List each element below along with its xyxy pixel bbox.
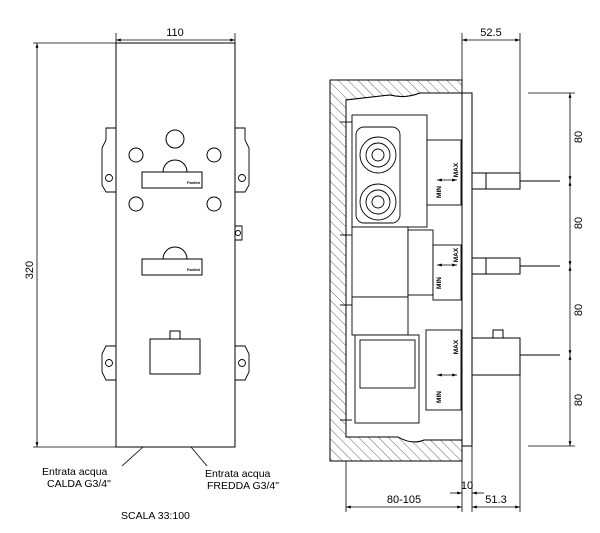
dim-gap-10: 10	[461, 480, 473, 492]
hole-right-upper	[206, 147, 222, 163]
max-label-3: MAX	[453, 339, 460, 354]
handle-upper: Fantini	[141, 159, 203, 189]
cold-inlet-label-1: Entrata acqua	[205, 468, 271, 480]
dim-spacing-3: 80	[573, 304, 585, 316]
front-view: Fantini Fantini	[101, 42, 250, 448]
dim-spacing-4: 80	[573, 394, 585, 406]
front-plate	[115, 42, 236, 448]
hot-inlet-label-2: CALDA G3/4"	[47, 478, 111, 490]
dim-spacing-1: 80	[573, 131, 585, 143]
min-label-2: MIN	[436, 277, 443, 289]
min-label-3: MIN	[436, 391, 443, 403]
brand-logo: Fantini	[187, 180, 200, 185]
mounting-brackets	[101, 127, 250, 381]
min-label-1: MIN	[436, 186, 443, 198]
front-dimensions	[33, 33, 236, 467]
side-view	[329, 79, 560, 462]
brand-logo: Fantini	[187, 267, 200, 272]
outlet-spouts	[471, 172, 560, 376]
dim-depth-52-5: 52.5	[480, 27, 501, 39]
dim-spacing-2: 80	[573, 217, 585, 229]
side-dimensions	[345, 33, 575, 512]
cover-plate	[461, 92, 473, 447]
hole-right-lower	[206, 196, 222, 212]
max-label-2: MAX	[453, 247, 460, 262]
hole-left-upper	[128, 147, 144, 163]
cold-inlet-label-2: FREDDA G3/4"	[207, 480, 279, 492]
dim-height-320: 320	[24, 261, 36, 279]
max-label-1: MAX	[453, 162, 460, 177]
valve-body	[340, 114, 462, 424]
dim-projection-51-3: 51.3	[485, 494, 506, 506]
dim-wall-80-105: 80-105	[387, 494, 421, 506]
scale-label: SCALA 33:100	[121, 510, 190, 522]
hot-inlet-label-1: Entrata acqua	[42, 466, 108, 478]
diverter-knob	[149, 330, 201, 375]
hole-top	[165, 129, 185, 149]
handle-lower: Fantini	[141, 246, 203, 276]
hole-left-lower	[128, 196, 144, 212]
min-max-markers	[437, 178, 457, 377]
dim-width-110: 110	[166, 27, 184, 39]
